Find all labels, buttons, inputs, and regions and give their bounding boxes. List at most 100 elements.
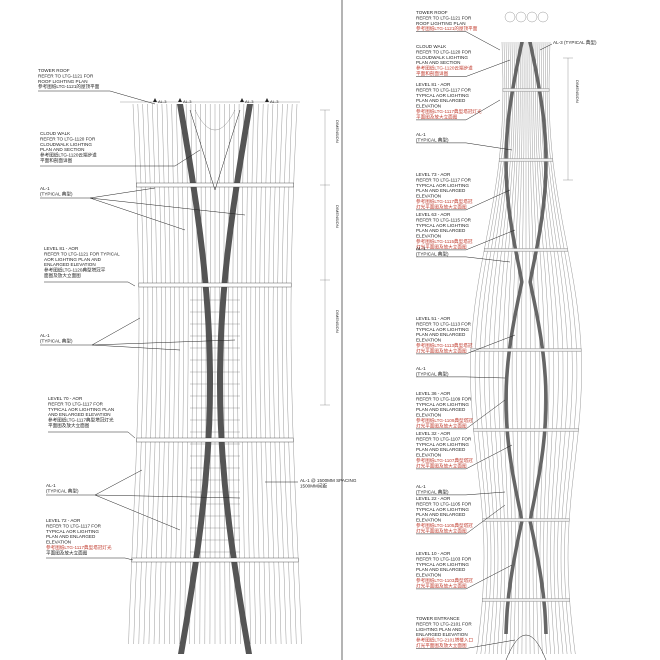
mullion-line xyxy=(179,103,184,645)
leader-line xyxy=(416,189,511,211)
mullion-line xyxy=(246,103,251,645)
left-dimension-strings: DIMENSION DIMENSION DIMENSION xyxy=(320,109,340,406)
tower-rib xyxy=(217,104,253,654)
tower-entrance-arch xyxy=(505,634,547,660)
right-callout: AL-1(TYPICAL 典型) xyxy=(416,246,511,263)
dimension-label: DIMENSION xyxy=(335,310,340,333)
svg-text:AL-1(TYPICAL 典型): AL-1(TYPICAL 典型) xyxy=(46,483,79,494)
floor-band xyxy=(138,282,292,288)
mullion-line xyxy=(527,42,531,655)
right-callout: AL-1(TYPICAL 典型) xyxy=(416,132,513,151)
left-callout-al1-c: AL-1(TYPICAL 典型) xyxy=(46,469,241,531)
mullion-line xyxy=(153,103,162,645)
right-callout: AL-1(TYPICAL 典型) xyxy=(416,366,506,379)
mullion-line xyxy=(516,41,523,655)
mullion-line xyxy=(541,41,564,655)
level-marker: AL-3 xyxy=(158,99,167,104)
mullion-line xyxy=(268,103,277,645)
mullion-line xyxy=(286,103,297,645)
mullion-line xyxy=(184,103,189,645)
mullion-line xyxy=(277,103,287,645)
level-markers: AL-3 AL-3 AL-3 AL-3 xyxy=(120,98,300,104)
floor-band xyxy=(473,428,579,432)
leader-line xyxy=(416,256,511,263)
mullion-line xyxy=(535,41,550,655)
mullion-line xyxy=(148,103,158,645)
mullion-line xyxy=(529,41,536,655)
mullion-line xyxy=(281,103,292,645)
mullion-line xyxy=(241,103,246,645)
floor-band xyxy=(131,557,299,563)
mullion-line xyxy=(470,41,504,655)
tower-rib xyxy=(528,42,548,634)
right-floor-bands xyxy=(470,88,582,660)
right-dimension-string: DIMENSION xyxy=(563,57,580,181)
left-floor-bands xyxy=(131,182,299,563)
mullion-line xyxy=(507,41,519,655)
level-marker: AL-3 xyxy=(245,99,254,104)
floor-band xyxy=(136,182,294,188)
leader-line xyxy=(416,491,506,496)
leader-line xyxy=(416,59,511,77)
mullion-line xyxy=(488,41,511,655)
cloud-walk-void xyxy=(189,109,241,191)
svg-text:AL-1(TYPICAL 典型): AL-1(TYPICAL 典型) xyxy=(40,186,73,197)
level-marker: AL-3 xyxy=(270,99,279,104)
right-typical-tag: AL-3 (TYPICAL 典型) xyxy=(539,39,597,51)
mullion-line xyxy=(533,41,545,655)
floor-band xyxy=(502,88,550,92)
mullion-line xyxy=(493,41,513,655)
mullion-line xyxy=(498,41,515,655)
mullion-line xyxy=(223,103,226,645)
mullion-line xyxy=(259,103,266,645)
leader-line xyxy=(416,142,513,151)
mullion-line xyxy=(199,103,202,645)
left-callout-al1-a: AL-1(TYPICAL 典型) xyxy=(40,186,246,231)
leader-line xyxy=(416,334,516,355)
mullion-line xyxy=(169,103,175,645)
mullion-line xyxy=(264,103,272,645)
mullion-line xyxy=(479,41,507,655)
mullion-line xyxy=(537,41,554,655)
left-elevation-panel: AL-3 AL-3 AL-3 AL-3 DIMENSION DIMENSION … xyxy=(38,68,357,654)
svg-text:AL-1(TYPICAL 典型): AL-1(TYPICAL 典型) xyxy=(416,132,449,143)
mullion-line xyxy=(174,103,180,645)
mullion-line xyxy=(228,103,231,645)
mullion-line xyxy=(133,103,144,645)
level-marker: AL-3 xyxy=(183,99,192,104)
leader-line xyxy=(416,399,506,430)
leader-line xyxy=(416,444,513,470)
svg-text:AL-1(TYPICAL 典型): AL-1(TYPICAL 典型) xyxy=(416,246,449,257)
mullion-line xyxy=(502,41,517,655)
roof-plan-symbols xyxy=(504,11,549,23)
floor-band xyxy=(470,348,582,352)
right-callout: AL-1(TYPICAL 典型) xyxy=(416,484,506,496)
mullion-line xyxy=(539,41,559,655)
floor-band xyxy=(482,598,570,602)
leader-line xyxy=(416,504,506,535)
mullion-line xyxy=(521,42,525,655)
